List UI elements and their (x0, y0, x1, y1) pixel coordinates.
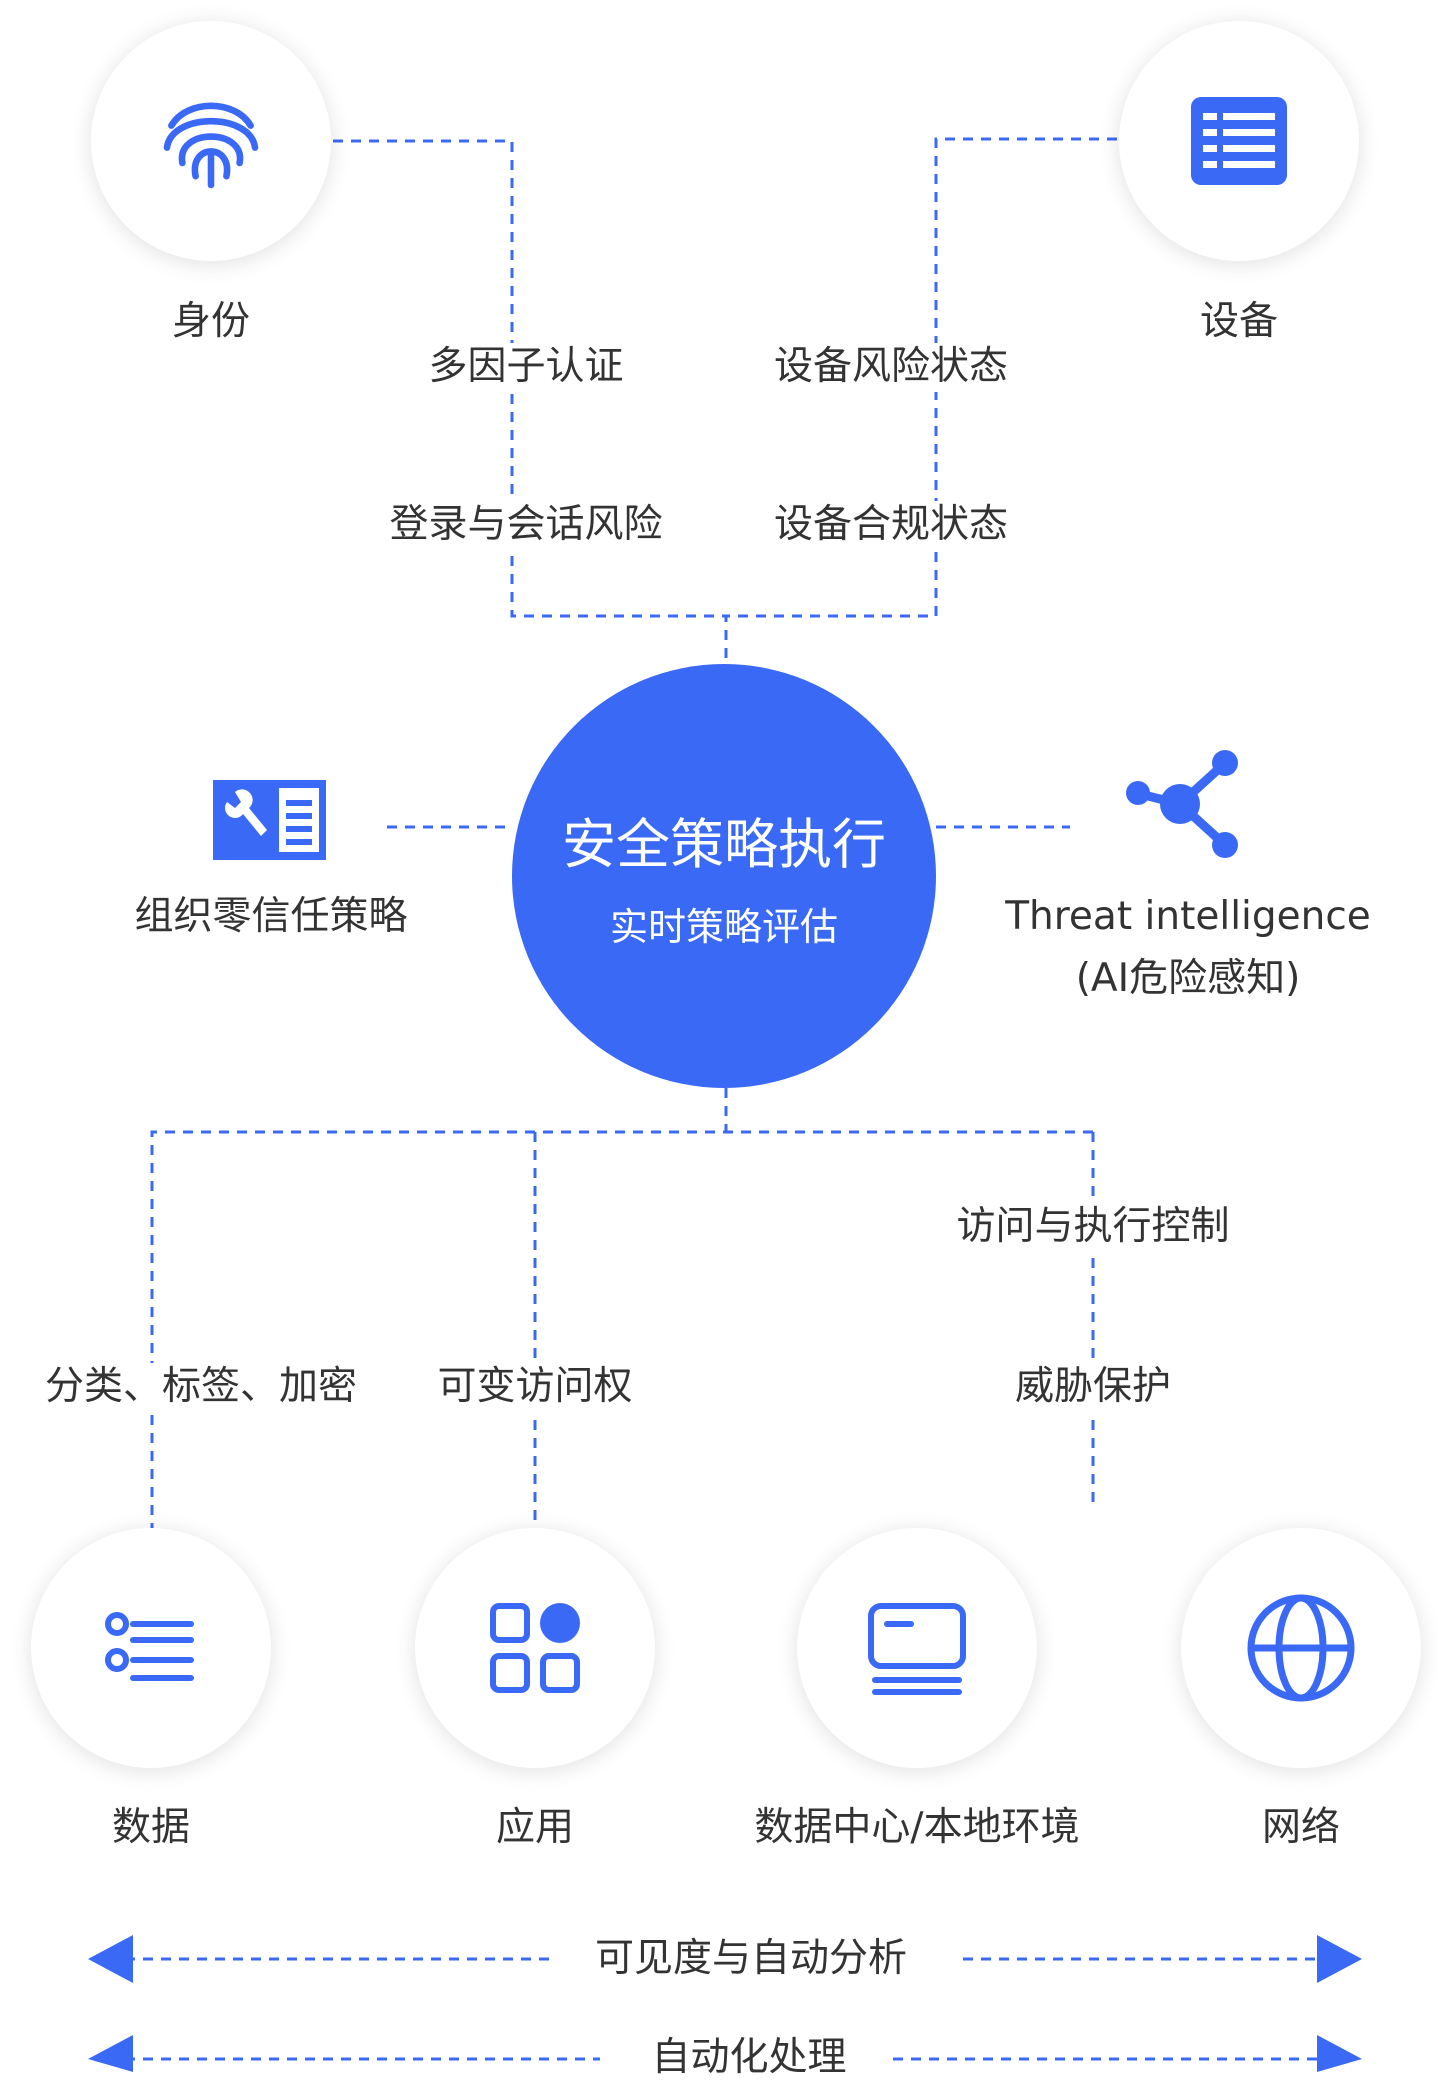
device-label: 设备 (1199, 299, 1279, 344)
visibility-arrowhead-left (88, 1935, 133, 1983)
access-control-label: 访问与执行控制 (950, 1203, 1236, 1252)
center-title: 安全策略执行 (562, 813, 886, 876)
device-risk-label: 设备风险状态 (767, 343, 1015, 392)
visibility-label: 可见度与自动分析 (588, 1935, 914, 1984)
device-circle[interactable] (1119, 21, 1359, 261)
identity-connector (333, 139, 728, 664)
monitor-icon (868, 1603, 966, 1695)
device-compliance-label: 设备合规状态 (767, 501, 1015, 550)
policy-document-icon (213, 780, 326, 860)
data-circle[interactable] (31, 1528, 271, 1768)
application-circle[interactable] (415, 1528, 655, 1768)
fingerprint-icon (163, 102, 259, 189)
datacenter-label: 数据中心/本地环境 (754, 1805, 1080, 1850)
datacenter-circle[interactable] (797, 1528, 1037, 1768)
globe-icon (1247, 1594, 1355, 1702)
login-risk-label: 登录与会话风险 (383, 501, 669, 550)
classify-label: 分类、标签、加密 (38, 1363, 364, 1412)
network-circle[interactable] (1181, 1528, 1421, 1768)
data-connector (150, 1130, 1093, 1528)
policy-label: 组织零信任策略 (134, 894, 408, 939)
device-list-icon (1191, 97, 1287, 185)
application-label: 应用 (495, 1805, 575, 1850)
share-nodes-icon (1126, 750, 1238, 858)
policy-enforcement-center[interactable]: 安全策略执行 实时策略评估 (512, 664, 936, 1088)
automation-arrowhead-left (88, 2035, 133, 2072)
identity-label: 身份 (171, 299, 251, 344)
automation-label: 自动化处理 (645, 2034, 853, 2083)
identity-circle[interactable] (91, 21, 331, 261)
automation-arrowhead-right (1317, 2035, 1362, 2072)
visibility-arrowhead-right (1317, 1935, 1362, 1983)
app-grid-icon (490, 1603, 580, 1693)
center-subtitle: 实时策略评估 (609, 905, 838, 949)
threat-protection-label: 威胁保护 (1008, 1363, 1178, 1412)
threat-label-line2: (AI危险感知) (1075, 956, 1301, 1001)
data-list-icon (105, 1612, 194, 1681)
variable-access-label: 可变访问权 (431, 1363, 639, 1412)
network-label: 网络 (1261, 1805, 1341, 1850)
data-label: 数据 (111, 1805, 191, 1850)
threat-label-line1: Threat intelligence (1005, 894, 1371, 939)
mfa-label: 多因子认证 (422, 343, 630, 392)
